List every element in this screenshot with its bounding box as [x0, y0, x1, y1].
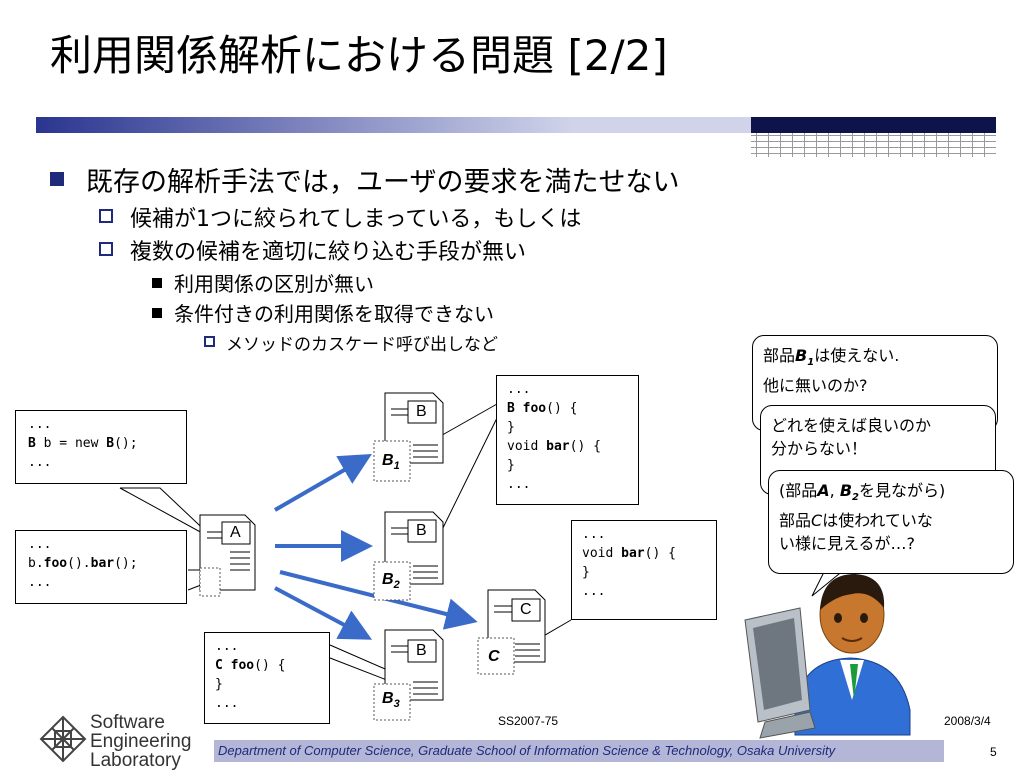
slide-title: 利用関係解析における問題 [2/2]	[50, 31, 668, 80]
title-underline-bar	[36, 117, 996, 157]
bullet-open-square-icon	[204, 336, 215, 347]
code-box-b3: ...C foo() {}...	[204, 632, 330, 724]
lab-logo-icon	[39, 715, 87, 763]
doc-label-b2: B2	[382, 571, 400, 592]
bullet-l4: メソッドのカスケード呼び出しなど	[226, 335, 498, 355]
bullet-open-square-icon	[99, 209, 113, 223]
bullet-square-icon	[152, 278, 162, 288]
document-icon	[199, 392, 546, 721]
code-box-b1: ...B foo() {}void bar() {}...	[496, 375, 639, 505]
doc-label-b1: B1	[382, 452, 400, 473]
lab-logo-text: Software Engineering Laboratory	[90, 712, 192, 771]
code-box-a-bottom: ...b.foo().bar();...	[15, 530, 187, 604]
page-number: 5	[990, 745, 997, 759]
department-name: Department of Computer Science, Graduate…	[218, 743, 836, 758]
doc-label-c-italic: C	[488, 648, 500, 665]
conference-id: SS2007-75	[498, 714, 559, 728]
footer-bar	[214, 740, 944, 762]
bullet-l3-b: 条件付きの利用関係を取得できない	[174, 302, 494, 326]
code-box-a-top: ...B b = new B();...	[15, 410, 187, 484]
doc-label-c: C	[520, 601, 532, 618]
speech-bubble-3: (部品A, B2を見ながら) 部品Cは使われていな い様に見えるが…?	[768, 470, 1014, 574]
doc-label-a: A	[230, 524, 241, 541]
bullet-open-square-icon	[99, 242, 113, 256]
bullet-l1: 既存の解析手法では，ユーザの要求を満たせない	[86, 167, 680, 198]
user-at-computer-icon	[744, 574, 911, 739]
bullet-l2-b: 複数の候補を適切に絞り込む手段が無い	[130, 240, 527, 265]
doc-label-b-bottom: B	[416, 642, 427, 659]
bullet-l2-a: 候補が1つに絞られてしまっている，もしくは	[130, 207, 582, 232]
bullet-square-icon	[152, 308, 162, 318]
bullet-square-icon	[50, 172, 64, 186]
doc-label-b-middle: B	[416, 522, 427, 539]
slide-date: 2008/3/4	[944, 714, 991, 728]
code-box-c: ...void bar() {}...	[571, 520, 717, 620]
doc-label-b3: B3	[382, 690, 400, 711]
bullet-l3-a: 利用関係の区別が無い	[174, 272, 374, 296]
doc-label-b-top: B	[416, 403, 427, 420]
